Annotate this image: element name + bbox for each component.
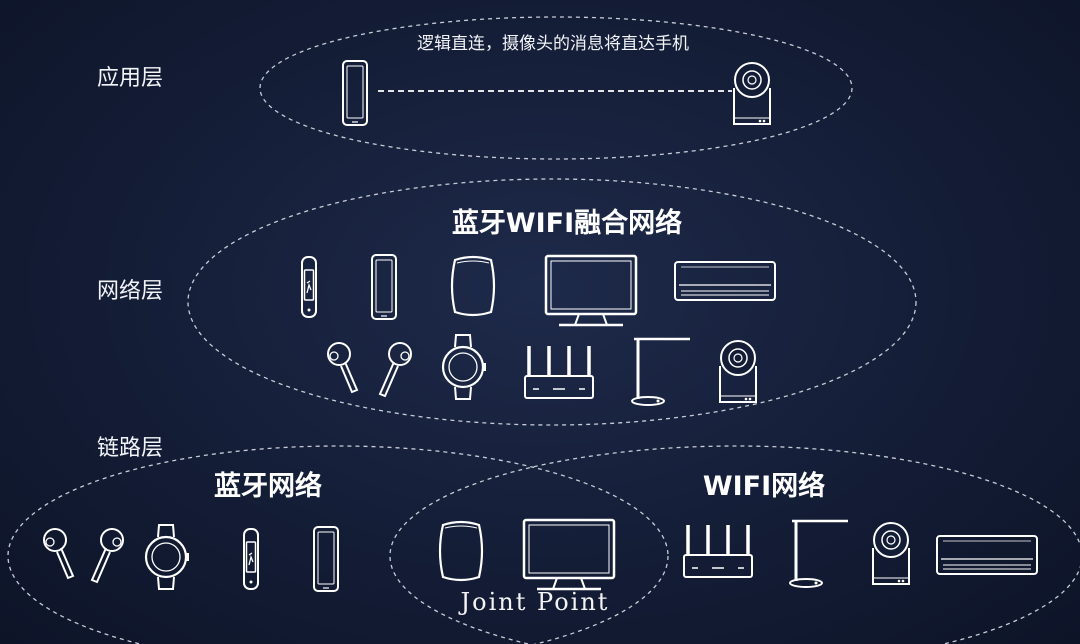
camera-icon [719, 340, 757, 403]
watch-icon [441, 333, 488, 401]
earbud-icon [43, 528, 74, 579]
earbud-icon [91, 528, 124, 583]
router-icon [682, 523, 754, 579]
phone-icon [313, 526, 339, 592]
tv-icon [522, 518, 616, 591]
bluetooth-network-ellipse [7, 445, 669, 644]
bluetooth-network-title: 蓝牙网络 [214, 471, 322, 502]
wifi-network-title: WIFI网络 [702, 471, 826, 502]
link-layer-label: 链路层 [97, 436, 164, 461]
lamp-icon [630, 337, 692, 407]
air-conditioner-icon [936, 535, 1038, 575]
joint-point-label: Joint Point [460, 588, 610, 616]
network-layer-label: 网络层 [97, 279, 164, 304]
speaker-icon [438, 520, 484, 582]
camera-icon [733, 62, 771, 125]
phone-icon [342, 60, 368, 126]
application-layer-ellipse [259, 16, 853, 160]
earbud-icon [327, 342, 358, 393]
speaker-icon [450, 255, 496, 317]
watch-icon [144, 523, 191, 591]
lamp-icon [788, 519, 850, 589]
band-icon [301, 256, 317, 318]
application-note: 逻辑直连，摄像头的消息将直达手机 [417, 34, 689, 54]
phone-icon [371, 254, 397, 320]
network-title: 蓝牙WIFI融合网络 [451, 208, 683, 239]
band-icon [243, 528, 259, 590]
network-layer-ellipse [187, 178, 917, 426]
wifi-network-ellipse [389, 445, 1080, 644]
earbud-icon [379, 342, 412, 397]
router-icon [523, 344, 595, 400]
tv-icon [544, 254, 638, 327]
application-layer-label: 应用层 [97, 66, 164, 91]
air-conditioner-icon [674, 261, 776, 301]
camera-icon [872, 522, 910, 585]
